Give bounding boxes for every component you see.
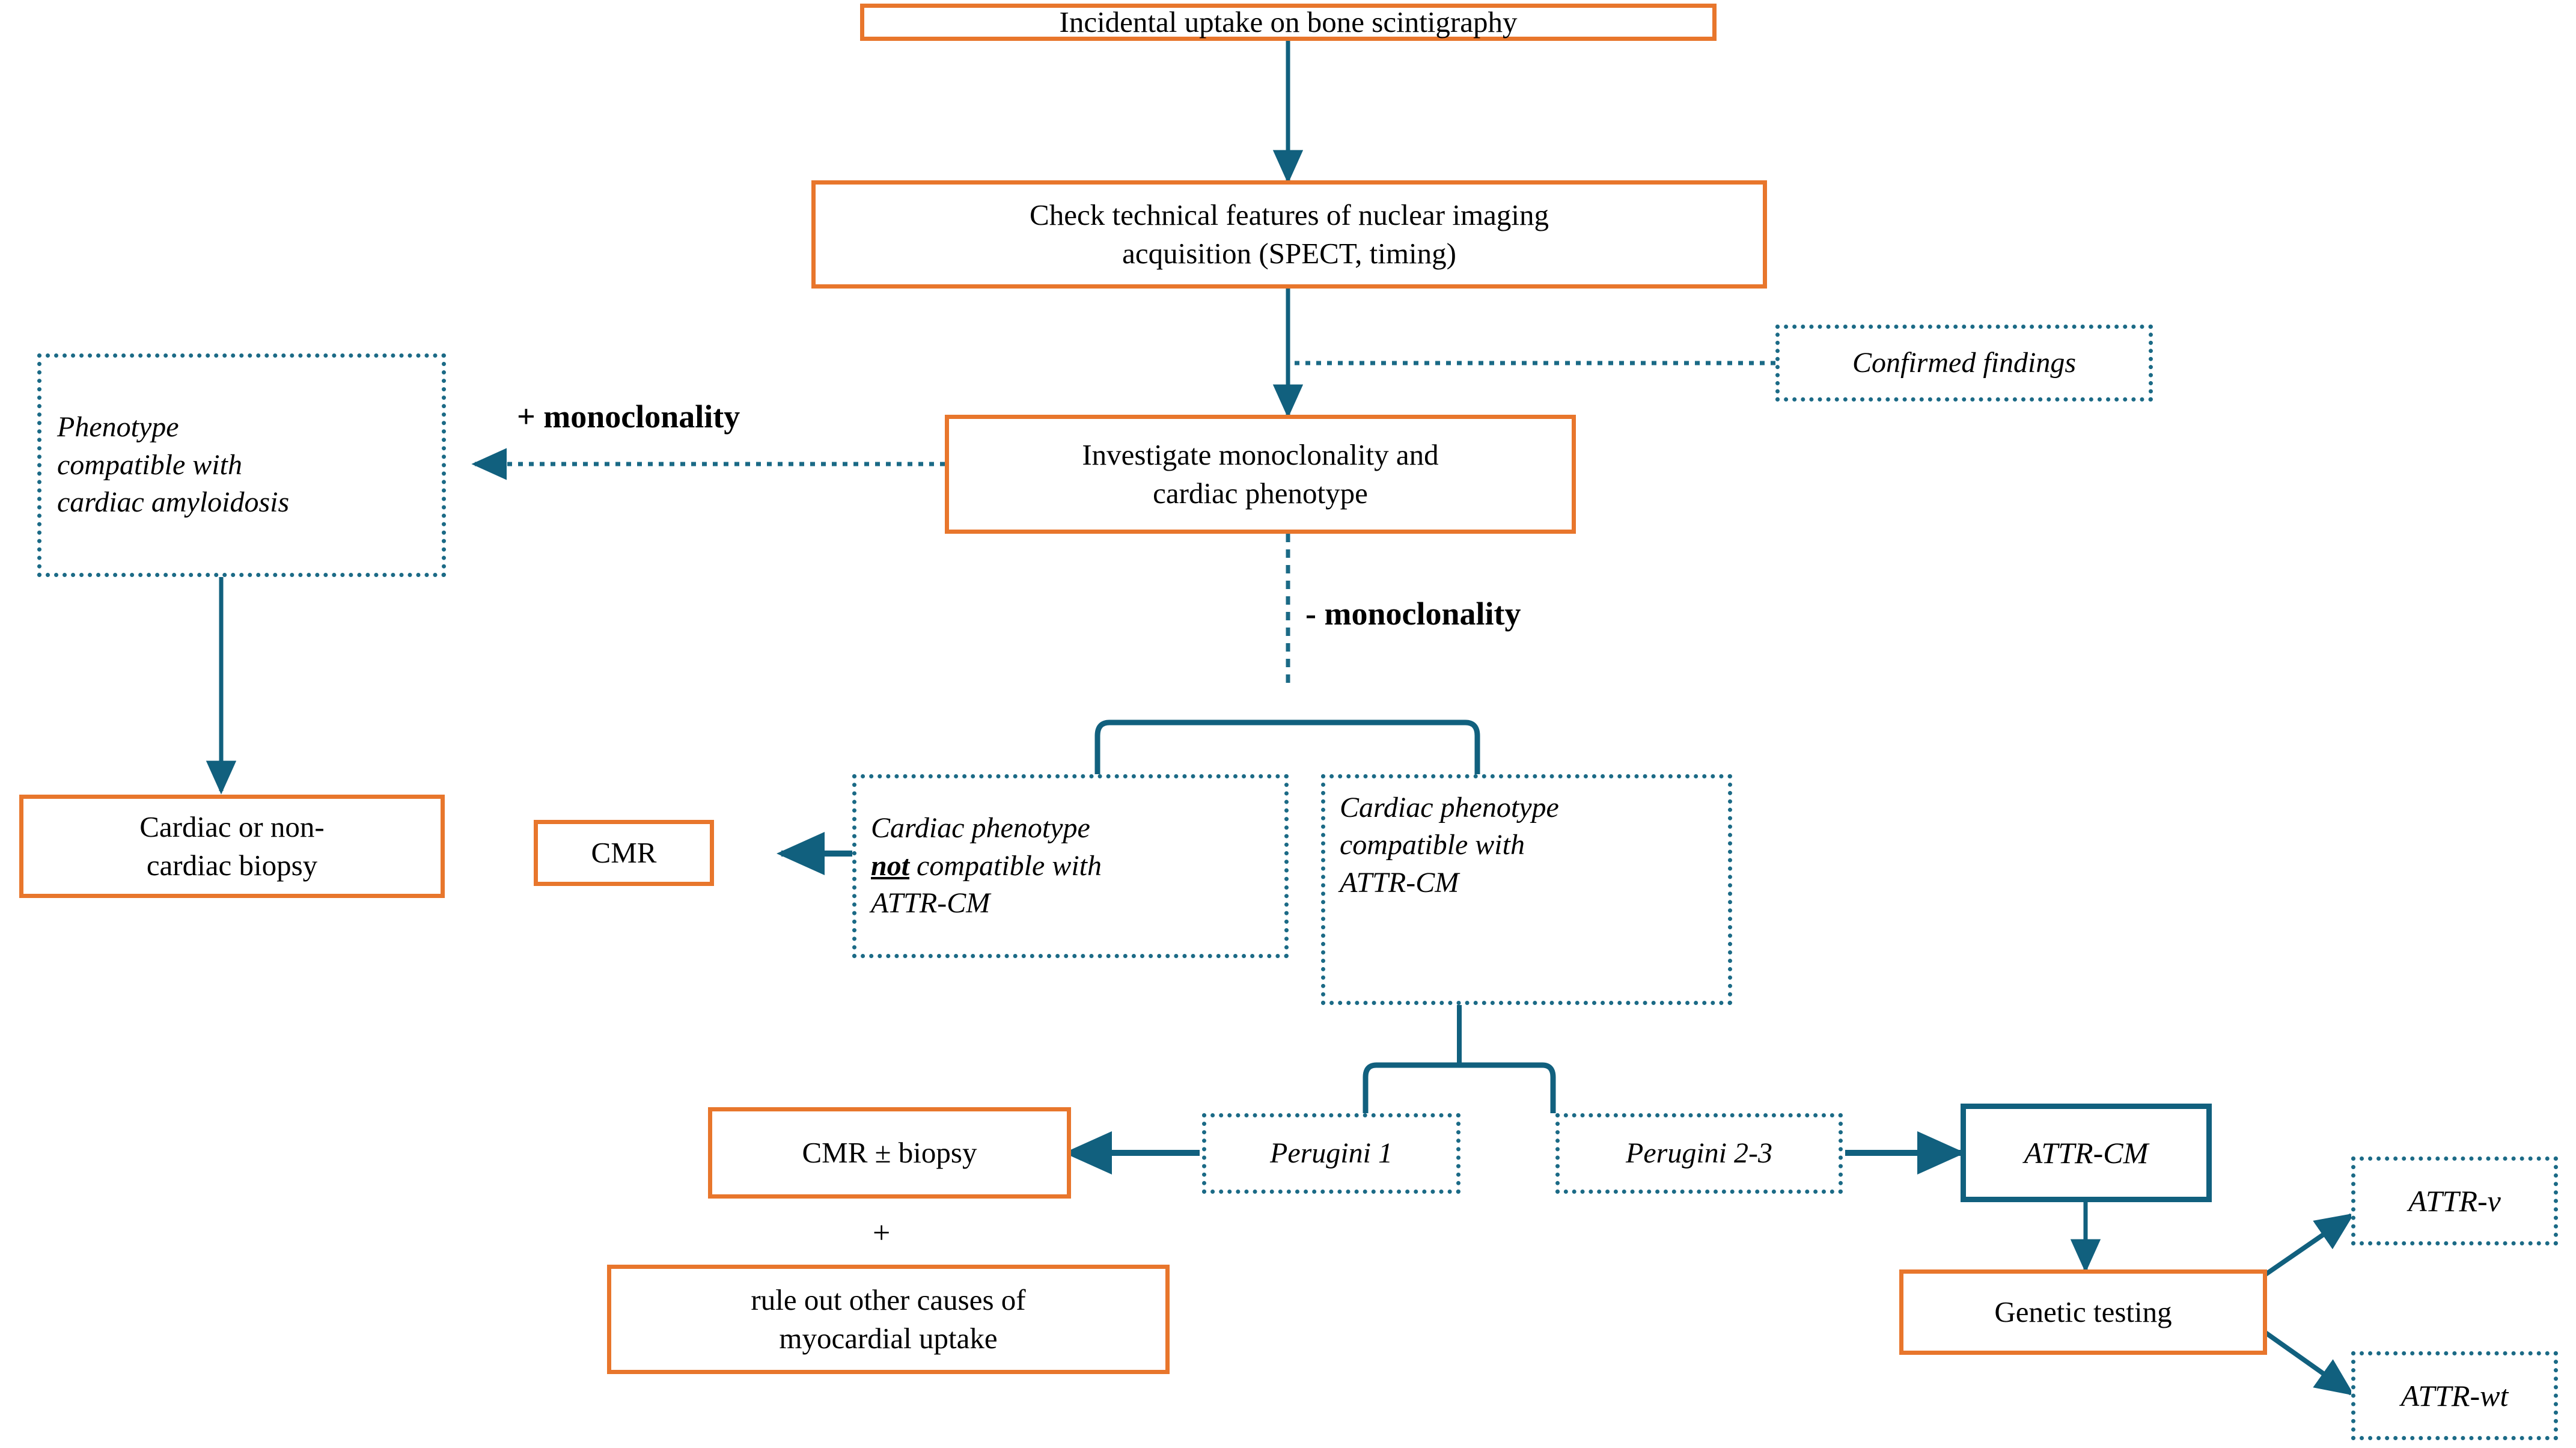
node-confirmed-findings-label: Confirmed findings [1852,346,2077,379]
node-genetic-testing-label: Genetic testing [1994,1295,2172,1329]
node-rule-out-line1: rule out other causes of [751,1283,1026,1317]
node-pheno-not-rest: compatible with [909,849,1102,882]
node-pheno-yes-line1: Cardiac phenotype [1340,792,1559,823]
node-attr-wt[interactable]: ATTR-wt [2351,1351,2558,1440]
node-phenotype-compatible[interactable]: Cardiac phenotype compatible with ATTR-C… [1321,774,1732,1005]
connector-phenotype-bracket [1094,719,1480,774]
node-biopsy-line2: cardiac biopsy [146,849,318,882]
node-phenotype-cardiac-amyloidosis[interactable]: Phenotype compatible with cardiac amyloi… [37,353,446,577]
node-confirmed-findings[interactable]: Confirmed findings [1775,325,2153,402]
node-check-technical[interactable]: Check technical features of nuclear imag… [811,180,1767,289]
node-perugini-2-3[interactable]: Perugini 2-3 [1555,1113,1843,1194]
label-minus-monoclonality: - monoclonality [1305,596,1521,632]
node-attr-v-label: ATTR-v [2408,1184,2501,1218]
node-cmr[interactable]: CMR [534,820,714,886]
node-cardiac-or-noncardiac-biopsy[interactable]: Cardiac or non- cardiac biopsy [19,795,445,898]
node-cmr-plusminus-biopsy[interactable]: CMR ± biopsy [708,1107,1071,1199]
connector-perugini-bracket [1363,1062,1556,1113]
node-perugini-1[interactable]: Perugini 1 [1202,1113,1460,1194]
node-pheno-yes-line3: ATTR-CM [1340,866,1459,899]
node-attr-cm[interactable]: ATTR-CM [1961,1104,2212,1202]
node-investigate-monoclonality[interactable]: Investigate monoclonality and cardiac ph… [945,415,1576,534]
node-incidental-uptake[interactable]: Incidental uptake on bone scintigraphy [860,4,1717,41]
node-rule-out-line2: myocardial uptake [779,1322,998,1355]
node-biopsy-line1: Cardiac or non- [139,810,325,844]
node-rule-out-other-causes[interactable]: rule out other causes of myocardial upta… [607,1265,1170,1374]
node-attr-v[interactable]: ATTR-v [2351,1156,2558,1245]
node-attr-wt-label: ATTR-wt [2401,1378,2509,1413]
node-attr-cm-label: ATTR-CM [2024,1135,2149,1170]
node-incidental-uptake-label: Incidental uptake on bone scintigraphy [1059,5,1518,39]
node-phenotype-ca-line3: cardiac amyloidosis [57,486,290,519]
node-phenotype-ca-line2: compatible with [57,448,242,481]
node-genetic-testing[interactable]: Genetic testing [1899,1269,2267,1355]
node-check-technical-line1: Check technical features of nuclear imag… [1030,198,1549,232]
node-perugini-2-3-label: Perugini 2-3 [1626,1137,1772,1169]
node-pheno-not-line3: ATTR-CM [871,887,990,920]
node-investigate-line1: Investigate monoclonality and [1082,438,1439,472]
node-pheno-not-word: not [871,849,910,882]
node-pheno-yes-line2: compatible with [1340,829,1525,861]
node-check-technical-line2: acquisition (SPECT, timing) [1122,237,1456,270]
node-phenotype-ca-line1: Phenotype [57,411,179,444]
node-pheno-not-line2: not compatible with [871,848,1276,885]
node-cmr-biopsy-label: CMR ± biopsy [802,1136,977,1170]
label-plus-monoclonality: + monoclonality [517,399,740,435]
node-perugini-1-label: Perugini 1 [1270,1137,1393,1169]
node-cmr-label: CMR [591,836,657,870]
node-phenotype-not-compatible[interactable]: Cardiac phenotype not compatible with AT… [852,774,1289,958]
node-investigate-line2: cardiac phenotype [1153,477,1368,510]
node-pheno-not-line1: Cardiac phenotype [871,812,1090,845]
plus-sign-label: + [873,1216,891,1250]
